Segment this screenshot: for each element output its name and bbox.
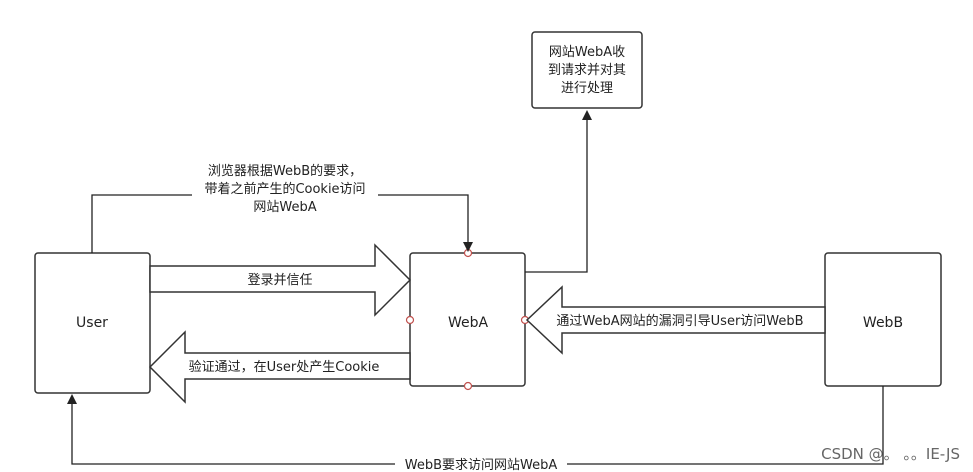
webb-request-label: WebB要求访问网站WebA xyxy=(405,458,558,472)
browser-visit-label-bg xyxy=(192,160,378,210)
browser-visit-label-line-1: 浏览器根据WebB的要求， xyxy=(208,163,362,179)
webb-node: WebB xyxy=(824,252,942,387)
process-node-box xyxy=(531,31,643,109)
guide-arrow-label: 通过WebA网站的漏洞引导User访问WebB xyxy=(556,313,803,329)
process-node-line-2: 到请求并对其 xyxy=(548,63,626,78)
user-node: User xyxy=(34,252,151,394)
verify-arrow-label: 验证通过，在User处产生Cookie xyxy=(189,359,380,375)
webb-node-label: WebB xyxy=(863,315,903,331)
login-arrow-label: 登录并信任 xyxy=(247,273,312,288)
process-node-line-1: 网站WebA收 xyxy=(549,45,625,60)
weba-connector-bottom xyxy=(463,381,473,391)
weba-connector-left xyxy=(405,315,415,325)
user-node-label: User xyxy=(76,315,108,331)
browser-visit-label-line-3: 网站WebA xyxy=(253,200,316,215)
webb-request-label-bg xyxy=(395,456,567,472)
weba-node: WebA xyxy=(405,248,530,391)
process-connector xyxy=(525,110,592,273)
weba-connector-top xyxy=(463,248,473,258)
guide-arrow xyxy=(525,285,826,355)
browser-visit-label-line-2: 带着之前产生的Cookie访问 xyxy=(204,181,365,197)
watermark: CSDN @。 。。IE-JS xyxy=(821,445,960,463)
weba-node-label: WebA xyxy=(448,315,489,331)
process-node: 网站WebA收 到请求并对其 进行处理 xyxy=(531,31,643,109)
process-node-line-3: 进行处理 xyxy=(561,81,613,96)
login-arrow xyxy=(149,243,412,317)
webb-request-connector xyxy=(67,386,884,465)
verify-arrow xyxy=(148,330,411,404)
